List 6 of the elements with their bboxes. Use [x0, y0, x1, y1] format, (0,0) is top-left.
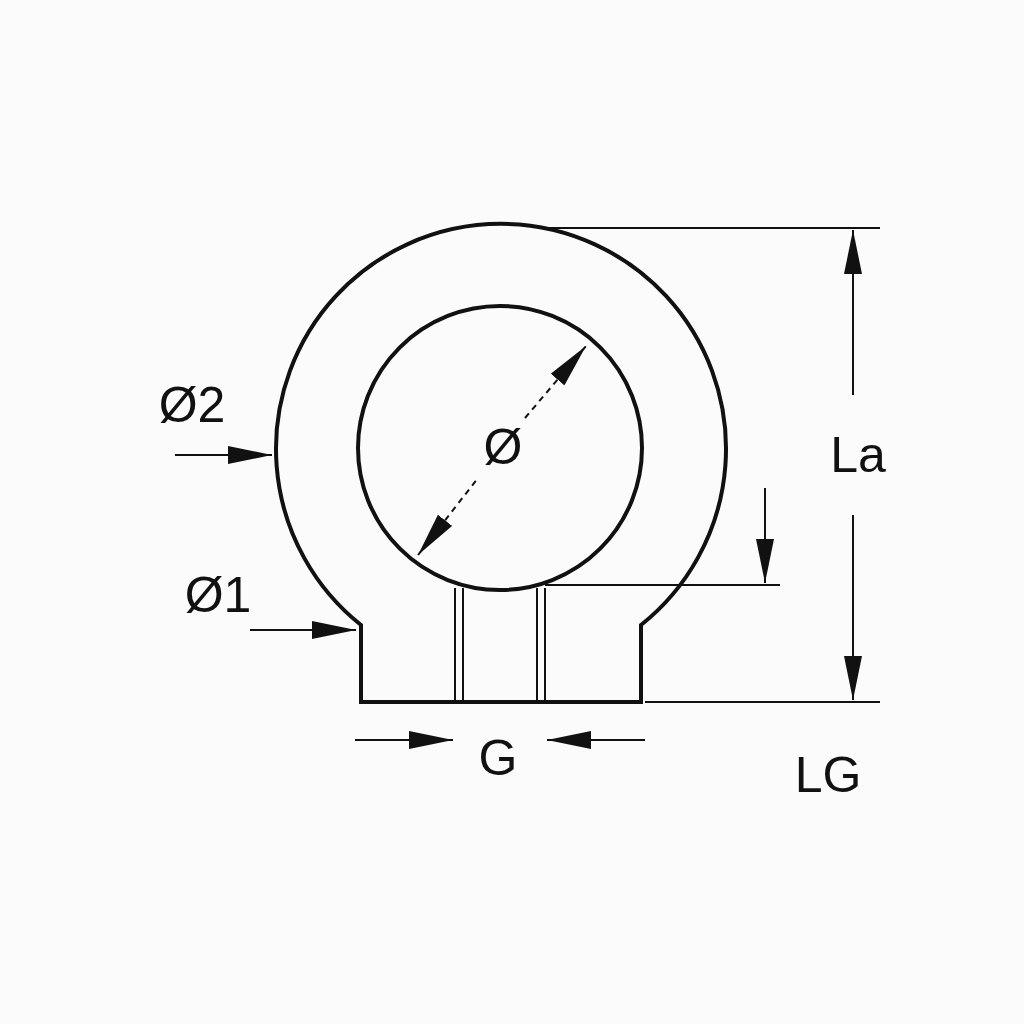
dimension-label: Ø1 — [184, 570, 252, 620]
dimension-label: La — [830, 430, 886, 480]
dimension-label: G — [478, 733, 518, 783]
dimension-label: LG — [794, 750, 862, 800]
dimension-label: Ø2 — [158, 380, 226, 430]
dimension-label: Ø — [483, 422, 523, 472]
